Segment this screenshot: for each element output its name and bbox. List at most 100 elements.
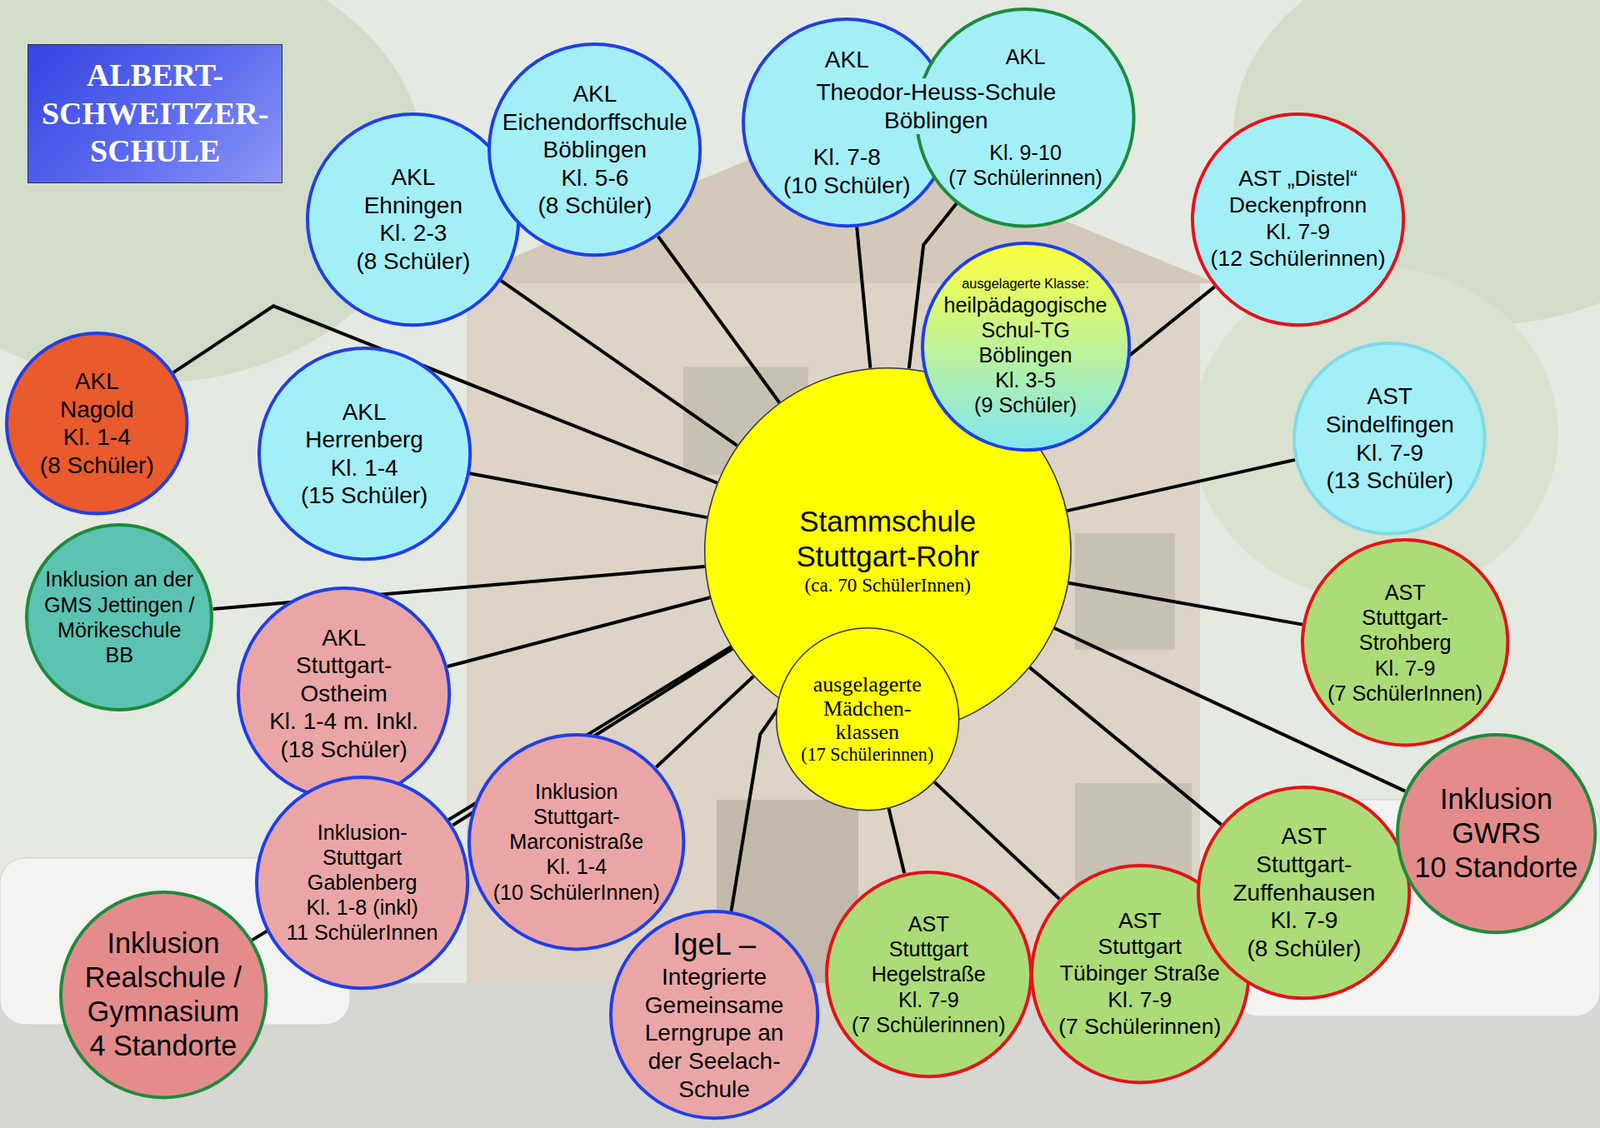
location-circle: InklusionRealschule /Gymnasium4 Standort… [59, 890, 269, 1100]
circle-outline [25, 523, 214, 712]
circle-text: Kl. 5-6 [560, 164, 629, 193]
circle-text: (10 Schüler) [783, 171, 911, 200]
connector-line [213, 566, 705, 610]
circle-text: AKL [825, 45, 870, 75]
location-circle: ASTSindelfingenKl. 7-9(13 Schüler) [1292, 341, 1487, 536]
location-circle: ASTStuttgartHegelstraßeKl. 7-9(7 Schüler… [825, 870, 1033, 1079]
circle-text: Kl. 7-9 [1265, 219, 1330, 246]
circle-text: AKL [572, 80, 617, 109]
circle-outline [1292, 341, 1487, 536]
circle-shape [610, 911, 818, 1119]
circle-text: (12 Schülerinnen) [1210, 245, 1386, 273]
circle-text: Stuttgart [1097, 934, 1182, 961]
circle-shape [1397, 735, 1595, 933]
circle-text: Kl. 2-3 [379, 219, 447, 248]
circle-text: Kl. 7-9 [898, 987, 960, 1013]
circle-shape [1198, 787, 1410, 999]
connector-line [658, 236, 780, 403]
circle-outline [257, 346, 472, 561]
circle-text: Inklusion- Stuttgart [290, 820, 434, 870]
circle-text: Kl. 7-9 [1375, 655, 1436, 681]
circle-text: (7 SchülerInnen) [1327, 680, 1483, 706]
circle-text: (15 Schüler) [300, 481, 429, 510]
circle-text: Kl. 3-5 [995, 367, 1056, 393]
circle-text: AKL [321, 624, 366, 653]
circle-text: Stuttgart- Ostheim [265, 651, 424, 708]
circle-text: GWRS [1451, 816, 1540, 851]
circle-text: AST [1385, 580, 1426, 605]
location-circle: AST „Distel“DeckenpfronnKl. 7-9(12 Schül… [1190, 112, 1405, 327]
connector-line [447, 597, 710, 667]
circle-text: ausgelagerte Klasse: [961, 275, 1090, 293]
circle-text: AKL [1005, 44, 1046, 70]
connector-line [655, 676, 754, 768]
location-circle: InklusionStuttgart- MarconistraßeKl. 1-4… [467, 733, 685, 951]
circle-text: (10 SchülerInnen) [493, 880, 660, 905]
connector-line [470, 473, 708, 518]
circle-text: (17 Schülerinnen) [800, 745, 934, 765]
connector-line [1068, 583, 1303, 625]
location-circle: AKLEichendorffschuleBöblingenKl. 5-6(8 S… [487, 42, 702, 257]
circle-text: Kl. 7-9 [1355, 439, 1424, 468]
circle-shape [238, 588, 450, 800]
circle-text: Kl. 7-9 [1107, 987, 1172, 1015]
circle-text: Kl. 1-4 [545, 854, 607, 880]
circle-text: Kl. 7-9 [1270, 906, 1338, 935]
circle-text: (18 Schüler) [280, 735, 408, 765]
circle-text: Herrenberg [305, 425, 424, 455]
circle-text: Kl. 1-4 [330, 454, 399, 483]
circle-text: 4 Standorte [90, 1029, 238, 1064]
connector-line [731, 701, 784, 912]
circle-text: (8 Schüler) [355, 247, 470, 276]
circle-shape [26, 525, 212, 710]
circle-text: IgeL – [672, 926, 756, 964]
circle-text: Inklusion [106, 926, 220, 961]
circle-text: Sindelfingen [1325, 410, 1455, 440]
circle-text: Hegelstraße [871, 961, 986, 987]
location-circle: AKLNagoldKl. 1-4(8 Schüler) [5, 331, 189, 515]
circle-outline [59, 890, 269, 1100]
location-circle: ausgelagerte Mädchen- klassen(17 Schüler… [775, 627, 960, 811]
circle-text: (8 Schüler) [40, 451, 155, 480]
connector-line [889, 808, 905, 874]
circle-shape [826, 872, 1031, 1077]
location-circle: AKLHerrenbergKl. 1-4(15 Schüler) [257, 346, 472, 561]
circle-shape [6, 333, 187, 514]
location-circle: AKLStuttgart- OstheimKl. 1-4 m. Inkl.(18… [236, 586, 451, 801]
location-circle: IgeL –Integrierte Gemeinsame Lerngrupe a… [609, 910, 820, 1120]
circle-shape [1294, 343, 1485, 535]
location-circle: ASTStuttgart- ZuffenhausenKl. 7-9(8 Schü… [1196, 785, 1411, 1000]
circle-shape [775, 628, 959, 811]
circle-text: AKL [75, 367, 120, 396]
circle-text: (7 Schülerinnen) [851, 1012, 1006, 1038]
location-circle: ausgelagerte Klasse:heilpädagogischeSchu… [920, 241, 1131, 452]
circle-text: AST [1281, 822, 1327, 851]
circle-text: Stuttgart- Zuffenhausen [1225, 850, 1384, 907]
circle-text: Stuttgart- Strohberg [1334, 605, 1477, 655]
circle-text: (8 Schüler) [1246, 935, 1361, 964]
title-text: ALBERT- SCHWEITZER- SCHULE [35, 56, 275, 171]
circle-text: AST [908, 911, 950, 937]
circle-text: AST „Distel“ [1238, 165, 1358, 193]
circle-text: (13 Schüler) [1325, 466, 1454, 495]
circle-text: Eichendorffschule [502, 108, 688, 137]
circle-text: (7 Schülerinnen) [1058, 1014, 1221, 1041]
location-circle: ASTStuttgart- StrohbergKl. 7-9(7 Schüler… [1300, 538, 1510, 747]
connector-line [500, 280, 737, 446]
connector-line [856, 226, 870, 368]
circle-text: Kl. 9-10 [989, 140, 1062, 165]
circle-text: Schul-TG [980, 317, 1070, 343]
circle-text: Realschule / [85, 960, 242, 995]
circle-text: Kl. 1-4 [63, 423, 131, 452]
circle-text: AKL [342, 398, 387, 427]
circle-shape [1031, 865, 1249, 1083]
circle-outline [5, 331, 189, 515]
circle-shape [60, 892, 266, 1098]
circle-text: Gymnasium [87, 995, 240, 1030]
circle-text: Böblingen [979, 342, 1073, 368]
circle-text: Inklusion an der GMS Jettingen / Mörikes… [42, 566, 197, 668]
circle-text: ausgelagerte Mädchen- klassen [805, 673, 930, 745]
circle-shape [469, 735, 684, 950]
circle-text: AST [1367, 382, 1413, 411]
